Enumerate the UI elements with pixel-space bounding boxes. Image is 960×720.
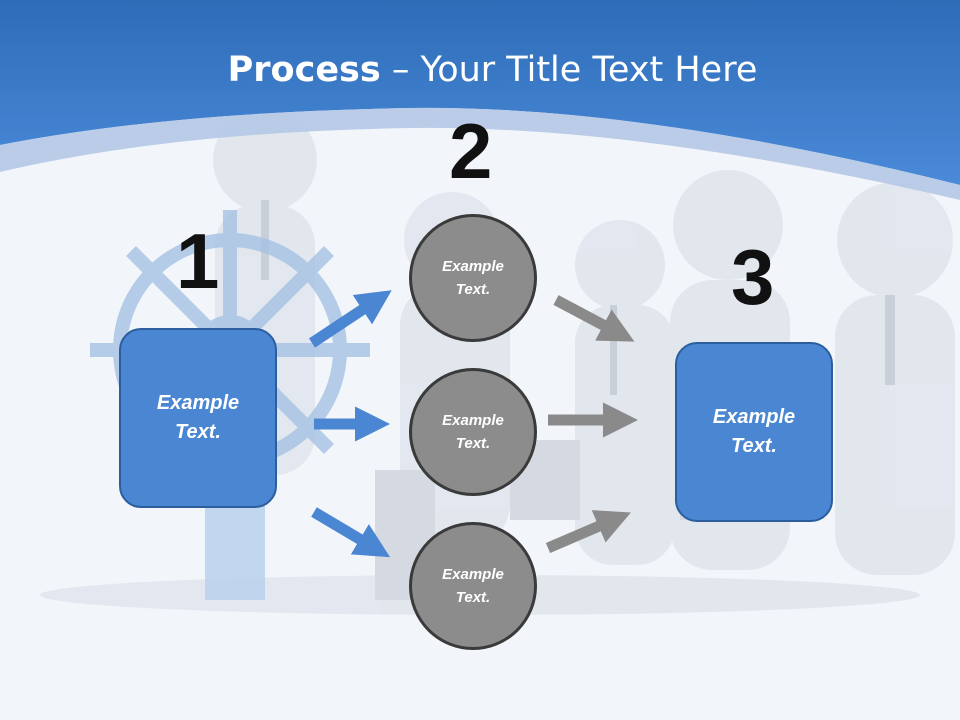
step-1-box[interactable]: Example Text.: [119, 328, 277, 508]
gray-arrows: [545, 295, 639, 554]
header-swoosh: [0, 107, 960, 200]
blue-arrows: [308, 290, 392, 558]
step-3-box[interactable]: Example Text.: [675, 342, 833, 522]
arrow-1-to-top: [308, 290, 392, 348]
step-number-1: 1: [176, 217, 220, 305]
circle-bottom-text: Example Text.: [442, 566, 504, 606]
step-number-3: 3: [731, 233, 775, 321]
header-band: [0, 0, 960, 185]
arrow-1-to-bottom: [311, 507, 391, 558]
title-bold: Process: [227, 50, 381, 90]
arrow-top-to-3: [553, 295, 635, 342]
title-rest: – Your Title Text Here: [380, 50, 758, 90]
step-2-circle-bottom[interactable]: Example Text.: [409, 522, 537, 650]
circle-middle-text: Example Text.: [442, 412, 504, 452]
step-number-2: 2: [449, 107, 493, 195]
step-2-circle-middle[interactable]: Example Text.: [409, 368, 537, 496]
circle-top-text: Example Text.: [442, 258, 504, 298]
step-1-text: Example Text.: [156, 392, 240, 443]
slide-title: Process – Your Title Text Here: [0, 50, 960, 90]
arrow-bottom-to-3: [545, 510, 631, 554]
step-3-text: Example Text.: [712, 406, 796, 457]
step-2-circle-top[interactable]: Example Text.: [409, 214, 537, 342]
